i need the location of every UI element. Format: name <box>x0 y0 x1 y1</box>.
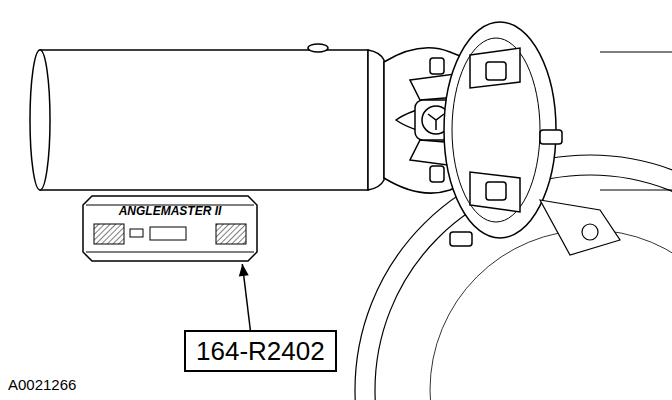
axle-housing <box>540 200 620 255</box>
hatch-panel <box>94 224 124 244</box>
frame-lines <box>600 52 672 190</box>
figure-number: A0021266 <box>8 376 76 394</box>
arrow-head <box>239 264 249 277</box>
tool-node: ANGLEMASTER II <box>82 195 258 262</box>
indicator <box>130 229 143 237</box>
tool-label: ANGLEMASTER II <box>82 204 258 218</box>
tire-arcs <box>355 155 672 400</box>
callout-box: 164-R2402 <box>184 330 337 372</box>
display-window <box>150 227 186 240</box>
tool-body <box>83 196 257 261</box>
driveshaft-tube <box>30 44 384 190</box>
hatch-panel <box>216 224 246 244</box>
leader-arrow <box>239 264 251 330</box>
flange <box>444 22 562 246</box>
callout-number: 164-R2402 <box>196 335 325 367</box>
